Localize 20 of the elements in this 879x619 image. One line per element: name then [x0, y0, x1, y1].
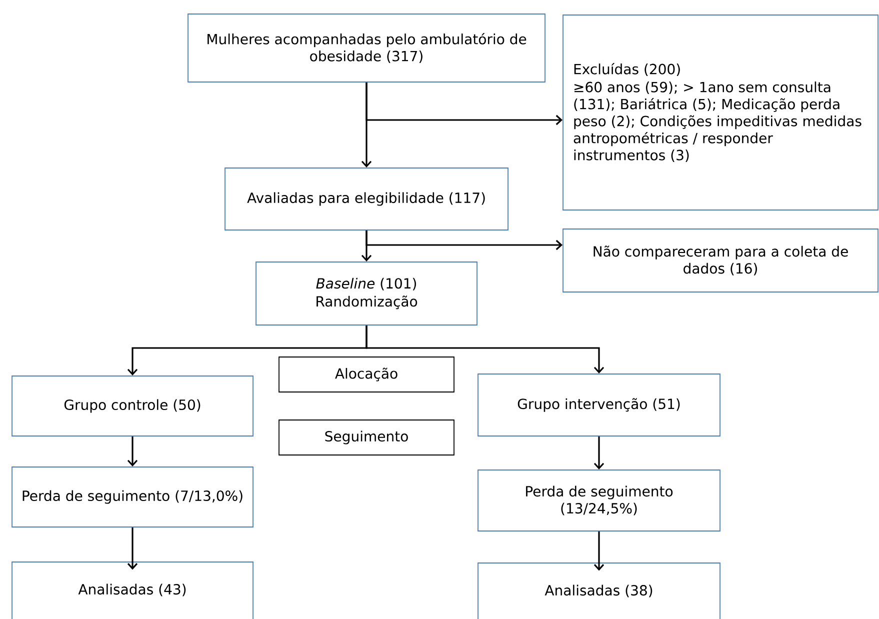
- process-box: Mulheres acompanhadas pelo ambulatório de obesidade (317): [188, 14, 546, 82]
- arrow: [366, 230, 563, 250]
- arrow: [366, 82, 563, 126]
- arrow: [127, 436, 138, 467]
- stage-label-box: Alocação: [278, 356, 454, 392]
- arrow: [366, 325, 604, 374]
- arrow: [594, 531, 604, 571]
- arrow: [594, 436, 604, 470]
- process-box: Grupo controle (50): [12, 376, 254, 436]
- exclusion-box: Não compareceram para a coleta de dados (16): [562, 228, 878, 292]
- process-box: Grupo intervenção (51): [478, 374, 720, 436]
- process-box: Analisadas (38): [478, 562, 720, 619]
- process-box: Avaliadas para elegibilidade (117): [224, 168, 508, 230]
- process-box: Perda de seguimento (7/13,0%): [12, 466, 254, 528]
- exclusion-box: Excluídas (200) ≥60 anos (59); > 1ano sem consulta (131); Bariátrica (5); Medicação perda peso (2); Condições impeditivas medidas antropométricas / responder instrumentos (3): [562, 14, 878, 210]
- process-box: Analisadas (43): [12, 562, 254, 619]
- process-box: Perda de seguimento (13/24,5%): [478, 470, 720, 532]
- arrow: [127, 527, 138, 570]
- stage-label-box: Seguimento: [278, 420, 454, 456]
- process-box: Baseline (101) Randomização: [256, 262, 478, 326]
